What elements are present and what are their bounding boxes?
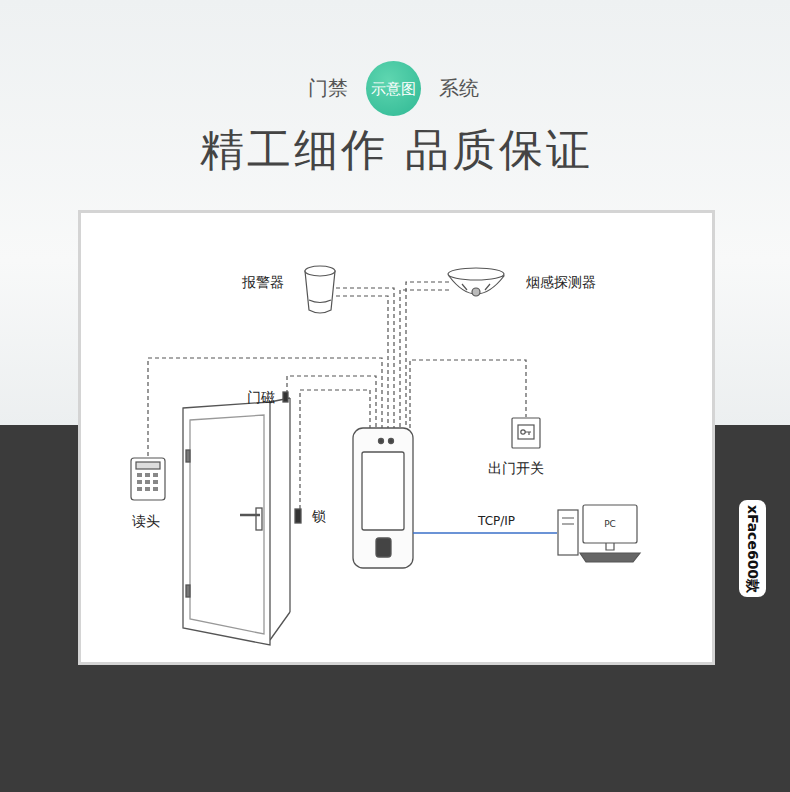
node-text: 读头 bbox=[132, 513, 160, 530]
wire bbox=[410, 360, 526, 428]
model-tag: xFace600款 bbox=[739, 500, 766, 597]
page-title: 精工细作 品质保证 bbox=[200, 124, 593, 177]
device-label: 报警器 bbox=[240, 273, 286, 292]
computer-icon bbox=[558, 505, 640, 562]
device-label: 读头 bbox=[130, 512, 162, 531]
device-label: 锁 bbox=[310, 507, 328, 526]
node-text: 示意图 bbox=[371, 80, 416, 98]
door-illustration bbox=[183, 392, 301, 645]
header-word: 系统 bbox=[439, 76, 479, 100]
device-label: 出门开关 bbox=[486, 459, 546, 478]
wire bbox=[406, 282, 449, 428]
face-terminal bbox=[353, 428, 413, 568]
node-text: 门磁 bbox=[247, 389, 275, 406]
smoke-detector-icon bbox=[448, 268, 504, 296]
node-text: PC bbox=[604, 519, 616, 530]
wire bbox=[400, 290, 449, 428]
header-word: 门禁 bbox=[308, 76, 348, 100]
device-label: 烟感探测器 bbox=[524, 273, 598, 292]
header-badge: 示意图 bbox=[366, 61, 421, 116]
node-text: 烟感探测器 bbox=[526, 274, 596, 291]
wire bbox=[336, 296, 388, 428]
exit-button-icon bbox=[512, 418, 540, 448]
network-cable bbox=[413, 532, 557, 534]
node-text: 出门开关 bbox=[488, 460, 544, 477]
node-text: 锁 bbox=[312, 508, 326, 525]
alarm-icon bbox=[305, 266, 335, 313]
card-reader-icon bbox=[131, 458, 165, 500]
node-text: xFace600款 bbox=[744, 504, 761, 592]
link-label: TCP/IP bbox=[478, 514, 515, 528]
node-text: 报警器 bbox=[242, 274, 284, 291]
device-label: 门磁 bbox=[245, 388, 277, 407]
pc-screen-label: PC bbox=[602, 518, 618, 531]
